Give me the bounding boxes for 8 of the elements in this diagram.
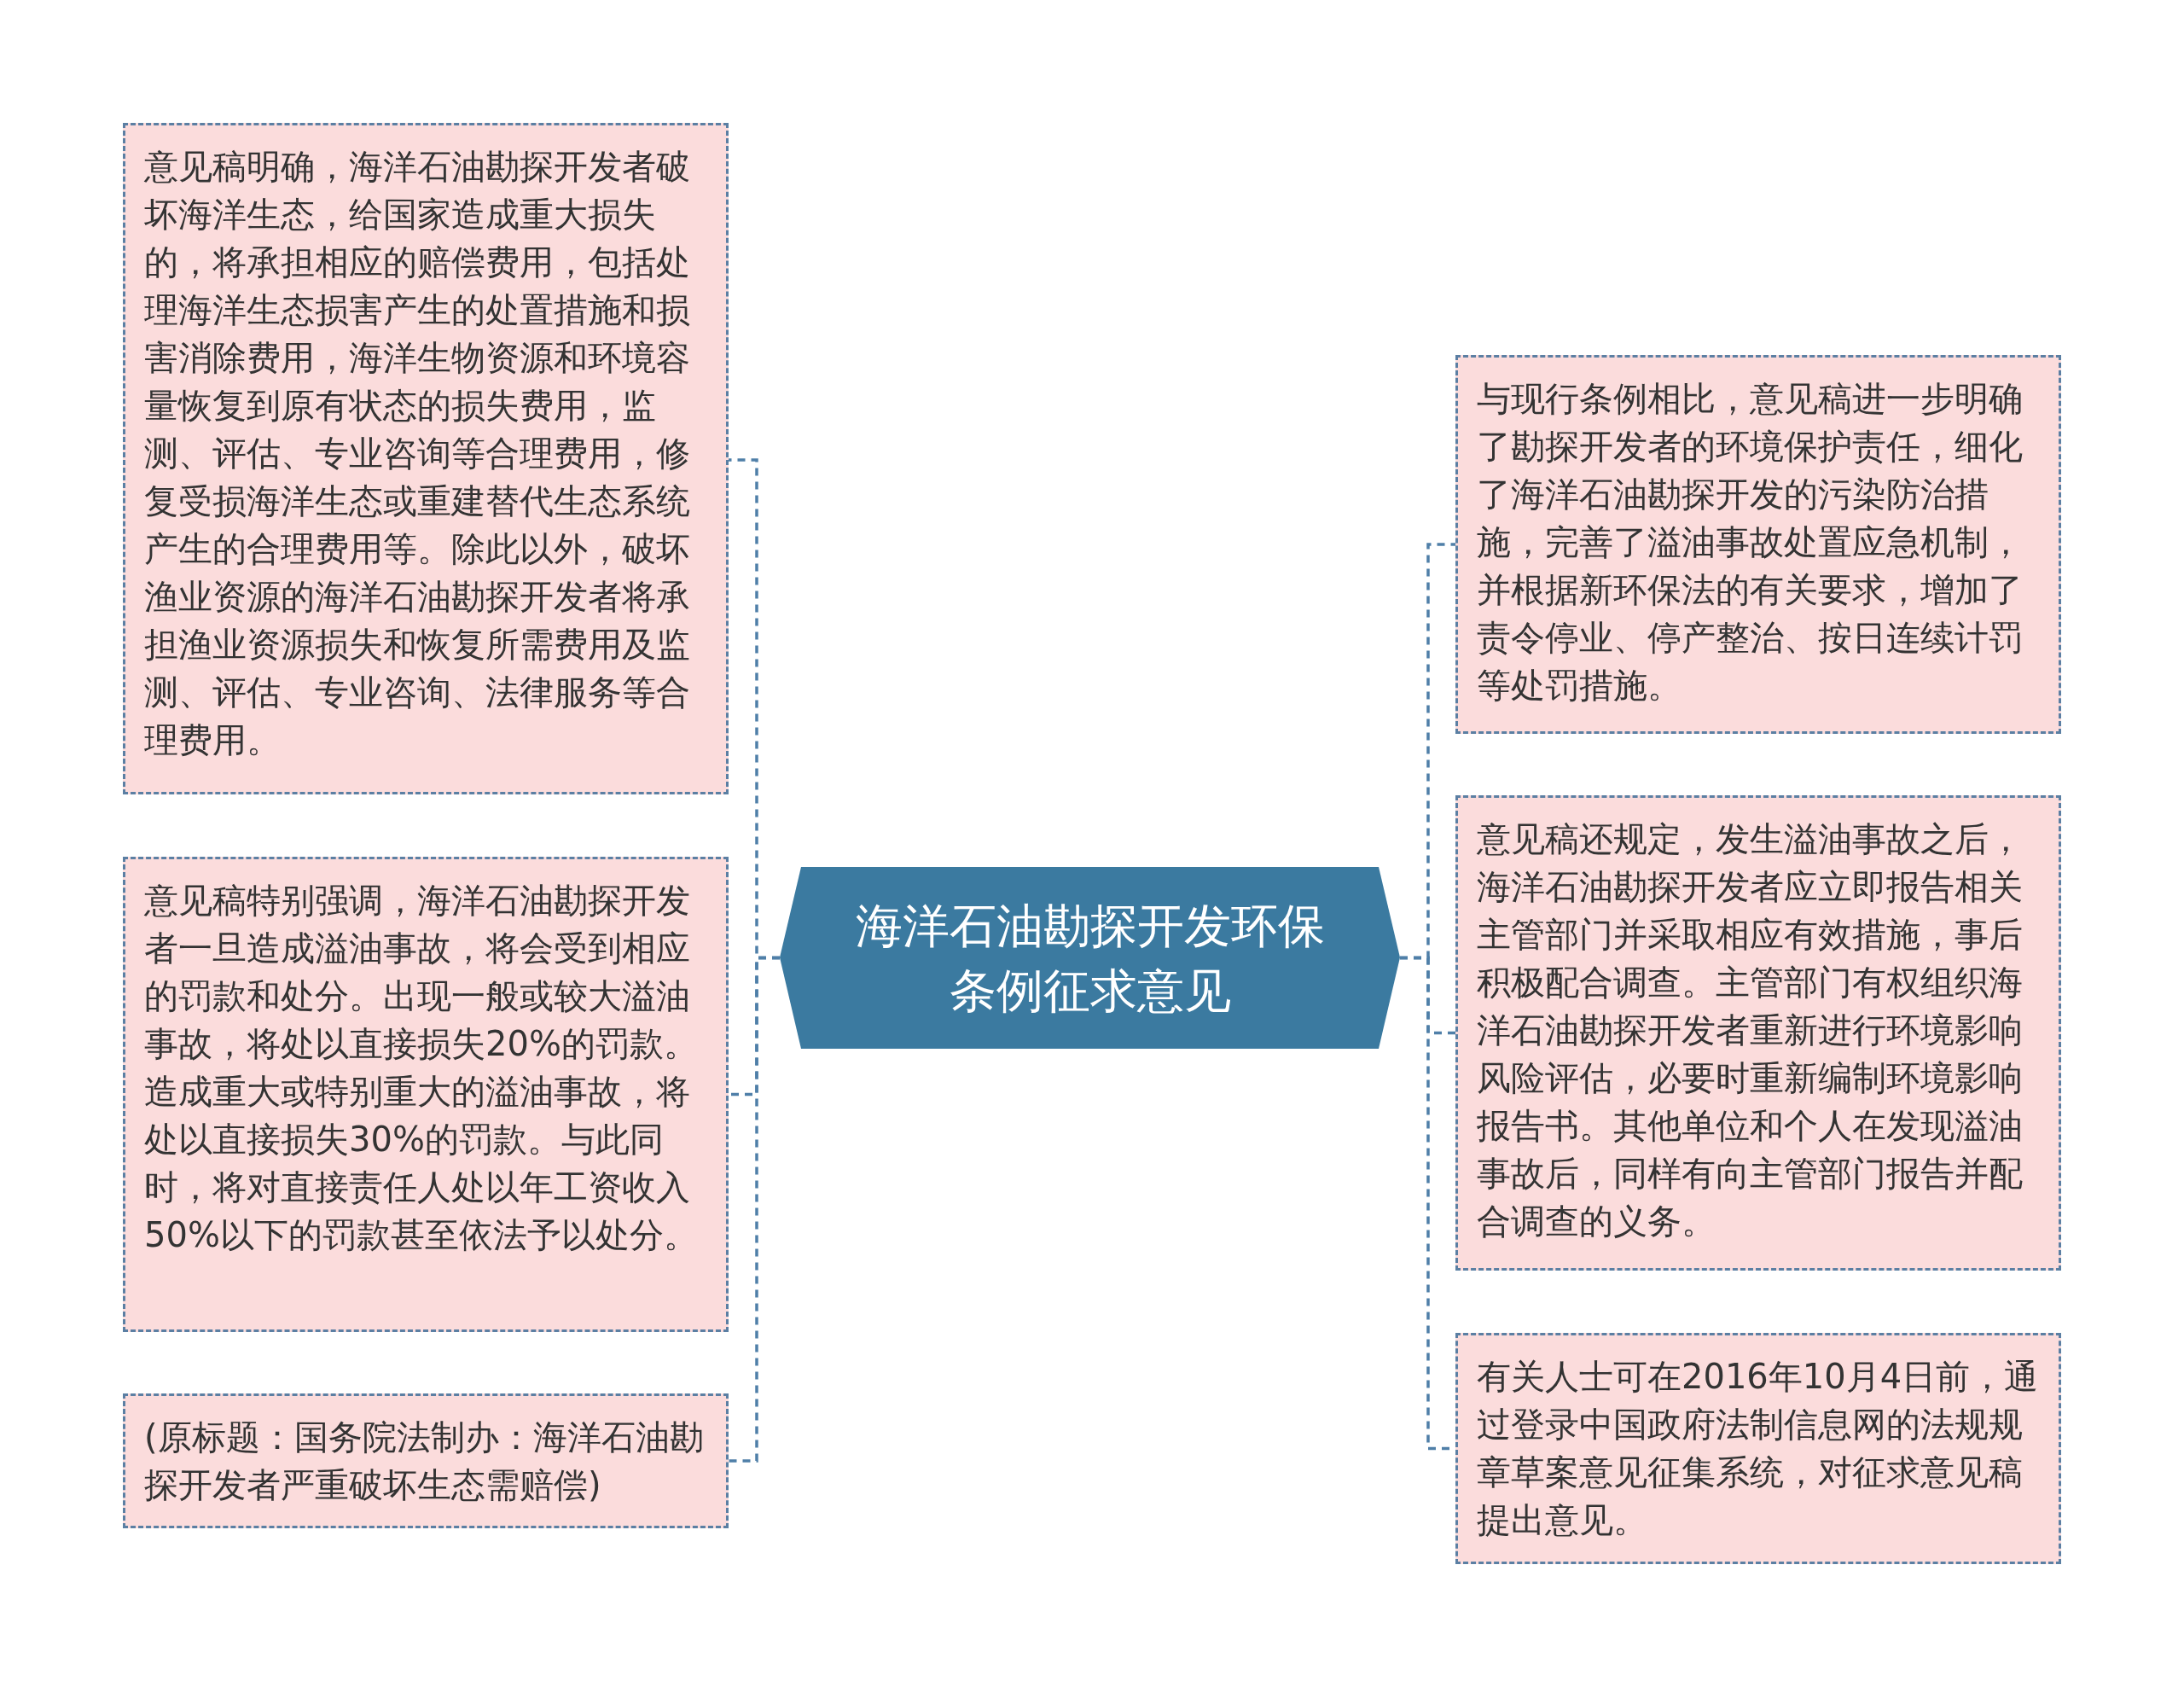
- connector-line: [729, 956, 780, 1463]
- topic-hexagon: 海洋石油勘探开发环保条例征求意见: [780, 867, 1400, 1049]
- text-box: 有关人士可在2016年10月4日前，通过登录中国政府法制信息网的法规规章草案意见征集系统，对征求意见稿提出意见。: [1455, 1333, 2061, 1564]
- text-box: 意见稿特别强调，海洋石油勘探开发者一旦造成溢油事故，将会受到相应的罚款和处分。出现一般或较大溢油事故，将处以直接损失20%的罚款。造成重大或特别重大的溢油事故，将处以直接损失30%的罚款。与此同时，将对直接责任人处以年工资收入50%以下的罚款甚至依法予以处分。: [123, 857, 729, 1332]
- text-box: 与现行条例相比，意见稿进一步明确了勘探开发者的环境保护责任，细化了海洋石油勘探开发的污染防治措施，完善了溢油事故处置应急机制，并根据新环保法的有关要求，增加了责令停业、停产整治、按日连续计罚等处罚措施。: [1455, 355, 2061, 734]
- text-box: (原标题：国务院法制办：海洋石油勘探开发者严重破坏生态需赔偿): [123, 1393, 729, 1528]
- text-box: 意见稿明确，海洋石油勘探开发者破坏海洋生态，给国家造成重大损失的，将承担相应的赔偿费用，包括处理海洋生态损害产生的处置措施和损害消除费用，海洋生物资源和环境容量恢复到原有状态的损失费用，监测、评估、专业咨询等合理费用，修复受损海洋生态或重建替代生态系统产生的合理费用等。除此以外，破坏渔业资源的海洋石油勘探开发者将承担渔业资源损失和恢复所需费用及监测、评估、专业咨询、法律服务等合理费用。: [123, 123, 729, 794]
- text-box: 意见稿还规定，发生溢油事故之后，海洋石油勘探开发者应立即报告相关主管部门并采取相应有效措施，事后积极配合调查。主管部门有权组织海洋石油勘探开发者重新进行环境影响风险评估，必要时重新编制环境影响报告书。其他单位和个人在发现溢油事故后，同样有向主管部门报告并配合调查的义务。: [1455, 795, 2061, 1271]
